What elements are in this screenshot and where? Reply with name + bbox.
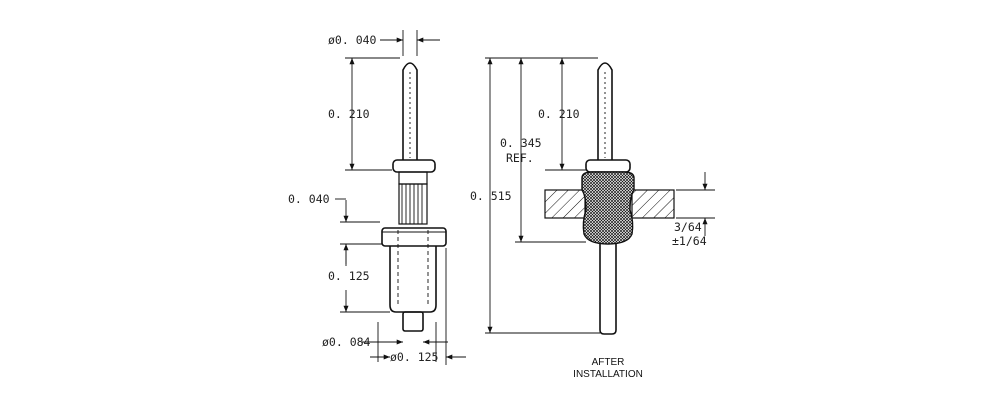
left-collar-label: 0. 040 [288, 192, 330, 206]
left-body [389, 246, 437, 313]
left-flange [381, 227, 447, 247]
panel-tolerance-label: ±1/64 [672, 234, 707, 248]
right-knurl-body [581, 171, 635, 245]
left-body-diameter-label: ø0. 125 [390, 350, 438, 364]
right-ref-value-label: 0. 345 [500, 136, 542, 150]
left-body-length-label: 0. 125 [328, 269, 370, 283]
left-shoulder [392, 159, 436, 173]
left-pin [402, 62, 418, 160]
right-ref-suffix-label: REF. [506, 151, 534, 165]
left-view: ø0. 040 0. 210 0. 040 0. 125 ø0. 084 ø0.… [288, 30, 466, 365]
left-knurl-lines [401, 184, 423, 224]
left-tail [402, 311, 424, 332]
left-tail-diameter-label: ø0. 084 [322, 335, 371, 349]
right-overall-label: 0. 515 [470, 189, 512, 203]
left-knurl [398, 183, 428, 225]
left-top-diameter-label: ø0. 040 [328, 33, 377, 47]
panel-right [631, 189, 675, 219]
panel-thickness-label: 3/64 [674, 220, 702, 234]
panel-left [544, 189, 586, 219]
right-view: 0. 515 0. 345 REF. 0. 210 3/64 ±1/64 AFT… [470, 57, 715, 380]
caption-line-1: AFTER [592, 357, 625, 368]
right-pin [597, 62, 613, 160]
caption-line-2: INSTALLATION [573, 369, 643, 380]
right-tail [599, 244, 617, 335]
right-pin-length-label: 0. 210 [538, 107, 580, 121]
left-pin-length-label: 0. 210 [328, 107, 370, 121]
